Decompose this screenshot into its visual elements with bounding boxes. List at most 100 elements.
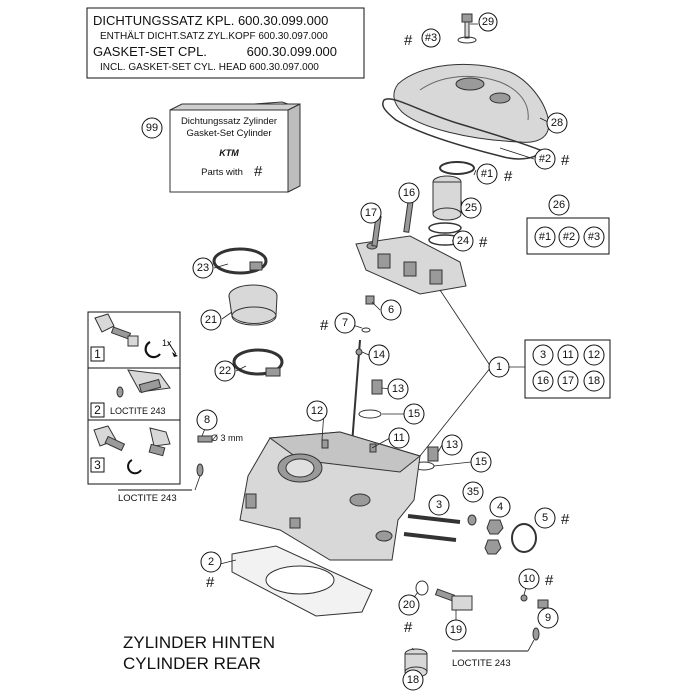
- nut-4a: [486, 519, 504, 535]
- hash-h2: #: [561, 152, 570, 169]
- gasket-kit-box: Dichtungssatz Zylinder Gasket-Set Cylind…: [169, 101, 301, 193]
- svg-text:3: 3: [540, 349, 546, 361]
- svg-text:29: 29: [482, 16, 494, 28]
- hash-24: #: [479, 234, 488, 251]
- screw-13b: [427, 446, 439, 462]
- cover-bolt: [457, 13, 477, 44]
- ktm-logo: KTM: [219, 148, 239, 158]
- part-14-end: [355, 348, 363, 356]
- callout-26: 26: [548, 194, 570, 216]
- callout-29: 29: [478, 12, 498, 32]
- svg-text:20: 20: [403, 599, 415, 611]
- callout-13b: 13: [441, 434, 463, 456]
- callout-2: 2: [200, 551, 222, 573]
- svg-text:22: 22: [219, 365, 231, 377]
- svg-text:8: 8: [204, 414, 210, 426]
- callout-20: 20: [398, 594, 420, 616]
- svg-text:24: 24: [457, 235, 469, 247]
- svg-text:15: 15: [475, 456, 487, 468]
- hash-2: #: [206, 574, 215, 591]
- callout-16: 16: [398, 182, 420, 204]
- callout-9: 9: [537, 607, 559, 629]
- stud-3a: [407, 514, 461, 524]
- svg-text:12: 12: [588, 349, 600, 361]
- callout-group1-16: 16: [532, 370, 554, 392]
- svg-text:#2: #2: [563, 231, 575, 243]
- part-9-tip: [532, 627, 540, 641]
- callout-13a: 13: [387, 378, 409, 400]
- svg-text:28: 28: [551, 117, 563, 129]
- header-line-4: INCL. GASKET-SET CYL. HEAD 600.30.097.00…: [100, 62, 319, 73]
- callout-1: 1: [488, 356, 510, 378]
- step-2-loctite: LOCTITE 243: [110, 406, 166, 416]
- kit-hash: #: [254, 163, 263, 180]
- svg-text:7: 7: [342, 317, 348, 329]
- washer-10: [520, 594, 528, 602]
- temperature-sensor: [434, 588, 473, 611]
- plug-9: [537, 599, 549, 609]
- svg-text:1: 1: [496, 361, 502, 373]
- svg-text:19: 19: [450, 624, 462, 636]
- callout-4: 4: [489, 496, 511, 518]
- svg-text:12: 12: [311, 405, 323, 417]
- svg-text:17: 17: [365, 207, 377, 219]
- intake-clamp-lower: [232, 348, 284, 377]
- callout-group26-3: #3: [583, 226, 605, 248]
- callout-17: 17: [360, 202, 382, 224]
- callout-14: 14: [368, 344, 390, 366]
- callout-99: 99: [141, 117, 163, 139]
- o-ring-24a: [428, 222, 462, 234]
- part-8-plug: [197, 435, 213, 443]
- svg-text:21: 21: [205, 314, 217, 326]
- svg-text:18: 18: [407, 674, 419, 686]
- svg-text:9: 9: [545, 612, 551, 624]
- kit-line-1: Dichtungssatz Zylinder: [181, 116, 277, 127]
- step-1-label: 1: [94, 347, 101, 361]
- svg-text:11: 11: [393, 432, 404, 444]
- valve-cover: [393, 63, 550, 143]
- svg-text:#2: #2: [539, 153, 551, 165]
- hash-20: #: [404, 619, 413, 636]
- washer-7: [361, 327, 371, 333]
- callout-25: 25: [460, 197, 482, 219]
- o-ring-5: [511, 523, 537, 553]
- svg-text:16: 16: [537, 375, 549, 387]
- callout-group1-11: 11: [557, 344, 579, 366]
- callout-7: 7: [334, 312, 356, 334]
- callout-group1-17: 17: [557, 370, 579, 392]
- callout-group1-12: 12: [583, 344, 605, 366]
- camshaft-bridge: [355, 235, 467, 295]
- svg-text:99: 99: [146, 122, 158, 134]
- title-line-1: ZYLINDER HINTEN: [123, 633, 275, 652]
- step-1-sensor-drawing: 1x: [94, 313, 178, 359]
- kit-parts-with: Parts with: [201, 167, 243, 178]
- callout-8: 8: [196, 409, 218, 431]
- diameter-note: Ø 3 mm: [211, 433, 243, 443]
- svg-text:16: 16: [403, 187, 415, 199]
- gasket-set-header-box: DICHTUNGSSATZ KPL. 600.30.099.000 ENTHÄL…: [86, 7, 365, 79]
- intake-clamp-upper: [212, 247, 268, 275]
- intake-rubber: [228, 284, 278, 326]
- header-line-1: DICHTUNGSSATZ KPL. 600.30.099.000: [93, 13, 328, 28]
- svg-text:#1: #1: [539, 231, 551, 243]
- loctite-right-leader: [527, 639, 535, 652]
- svg-text:14: 14: [373, 349, 385, 361]
- callout-11: 11: [388, 427, 410, 449]
- svg-text:18: 18: [588, 375, 600, 387]
- callout-35: 35: [462, 481, 484, 503]
- nut-4b: [484, 539, 502, 555]
- svg-text:6: 6: [388, 304, 394, 316]
- callout-12: 12: [306, 400, 328, 422]
- svg-text:3: 3: [436, 499, 442, 511]
- svg-text:13: 13: [392, 383, 404, 395]
- callout-28: 28: [546, 112, 568, 134]
- callout-group26-1: #1: [534, 226, 556, 248]
- washer-20: [415, 580, 429, 596]
- assembly-steps-panel: 1 2 3 1x LOCTITE 243: [87, 311, 181, 485]
- part-35: [467, 514, 477, 526]
- hash-5: #: [561, 511, 570, 528]
- svg-text:#3: #3: [425, 32, 437, 44]
- svg-text:35: 35: [467, 486, 479, 498]
- svg-text:#3: #3: [588, 231, 600, 243]
